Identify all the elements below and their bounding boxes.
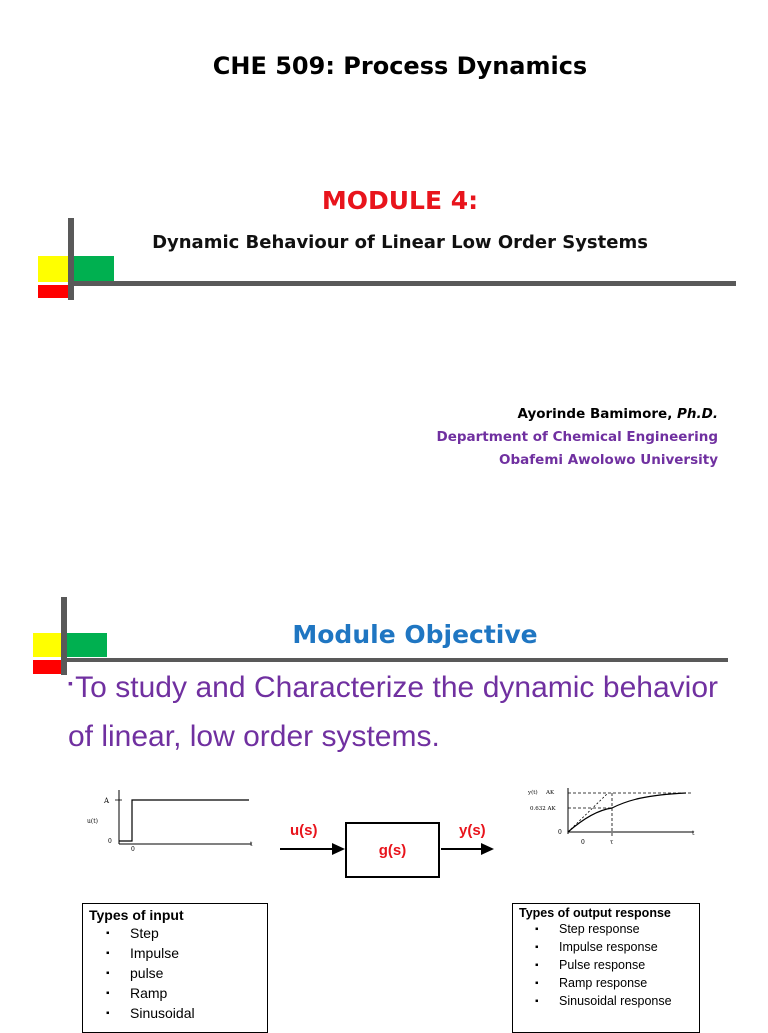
output-plot-zero-label: 0 [558,829,562,836]
input-type-item: Impulse [106,943,261,964]
author-block: Ayorinde Bamimore, Ph.D. Department of C… [437,403,719,472]
decor-red-square-2 [33,660,64,674]
output-type-item: Sinusoidal response [535,992,693,1011]
decor-horizontal-rule [68,281,736,286]
input-type-item: Sinusoidal [106,1003,261,1024]
decor-red-square [38,285,70,298]
input-type-item: pulse [106,963,261,984]
decor-vertical-bar-2 [61,597,67,675]
author-degree: Ph.D. [677,406,718,422]
input-plot-zero-label: 0 [108,838,112,845]
output-response-plot: y(t) AK 0.632 AK 0 0 τ t [527,788,695,846]
module-label: MODULE 4: [321,186,479,215]
decor-vertical-bar [68,218,74,300]
input-types-box: Types of input Step Impulse pulse Ramp S… [82,903,268,1033]
output-types-box: Types of output response Step response I… [512,903,700,1033]
author-line: Ayorinde Bamimore, Ph.D. [437,403,718,426]
university: Obafemi Awolowo University [499,452,718,468]
input-step-curve [119,799,249,842]
output-plot-t-label: t [692,830,695,837]
transfer-function-block: g(s) [345,822,440,878]
output-arrow-icon [441,843,494,855]
module-subtitle: Dynamic Behaviour of Linear Low Order Sy… [152,232,648,253]
output-plot-ak-label: AK [545,790,555,796]
output-type-item: Step response [535,920,693,939]
decor-green-square-2 [67,633,107,657]
input-type-item: Ramp [106,983,261,1004]
decor-yellow-square-2 [33,633,65,657]
output-types-header: Types of output response [519,906,671,920]
output-plot-x-zero-label: 0 [581,839,585,846]
course-title: CHE 509: Process Dynamics [212,52,588,80]
output-plot-y-label: y(t) [527,789,538,796]
output-type-item: Ramp response [535,974,693,993]
input-plot-a-label: A [103,797,110,805]
input-types-list: Step Impulse pulse Ramp Sinusoidal [106,923,261,1024]
decor-green-square [74,256,114,282]
department: Department of Chemical Engineering [436,429,719,445]
output-plot-0632ak-label: 0.632 AK [530,806,556,812]
author-name: Ayorinde Bamimore, [517,406,678,422]
objective-bullet: ▪To study and Characterize the dynamic b… [68,664,718,760]
input-plot-t-label: t [250,841,253,848]
output-response-curve [567,792,687,833]
input-types-header: Types of input [89,907,184,923]
objective-title: Module Objective [292,620,538,649]
output-types-list: Step response Impulse response Pulse res… [535,920,693,1011]
decor-horizontal-rule-2 [61,658,728,662]
input-plot-x-zero-label: 0 [131,846,135,852]
input-plot-y-label: u(t) [87,818,98,825]
output-type-item: Pulse response [535,956,693,975]
objective-bullet-text: To study and Characterize the dynamic be… [68,671,718,753]
input-type-item: Step [106,923,261,944]
decor-yellow-square [38,256,70,282]
input-arrow-icon [280,843,345,855]
output-plot-tau-label: τ [610,839,614,846]
output-plot-initial-slope [567,792,609,833]
bullet-marker-icon: ▪ [68,674,74,691]
output-type-item: Impulse response [535,938,693,957]
input-signal-label: u(s) [290,822,318,839]
input-step-plot: A u(t) 0 0 t [87,790,253,852]
output-signal-label: y(s) [459,822,486,839]
